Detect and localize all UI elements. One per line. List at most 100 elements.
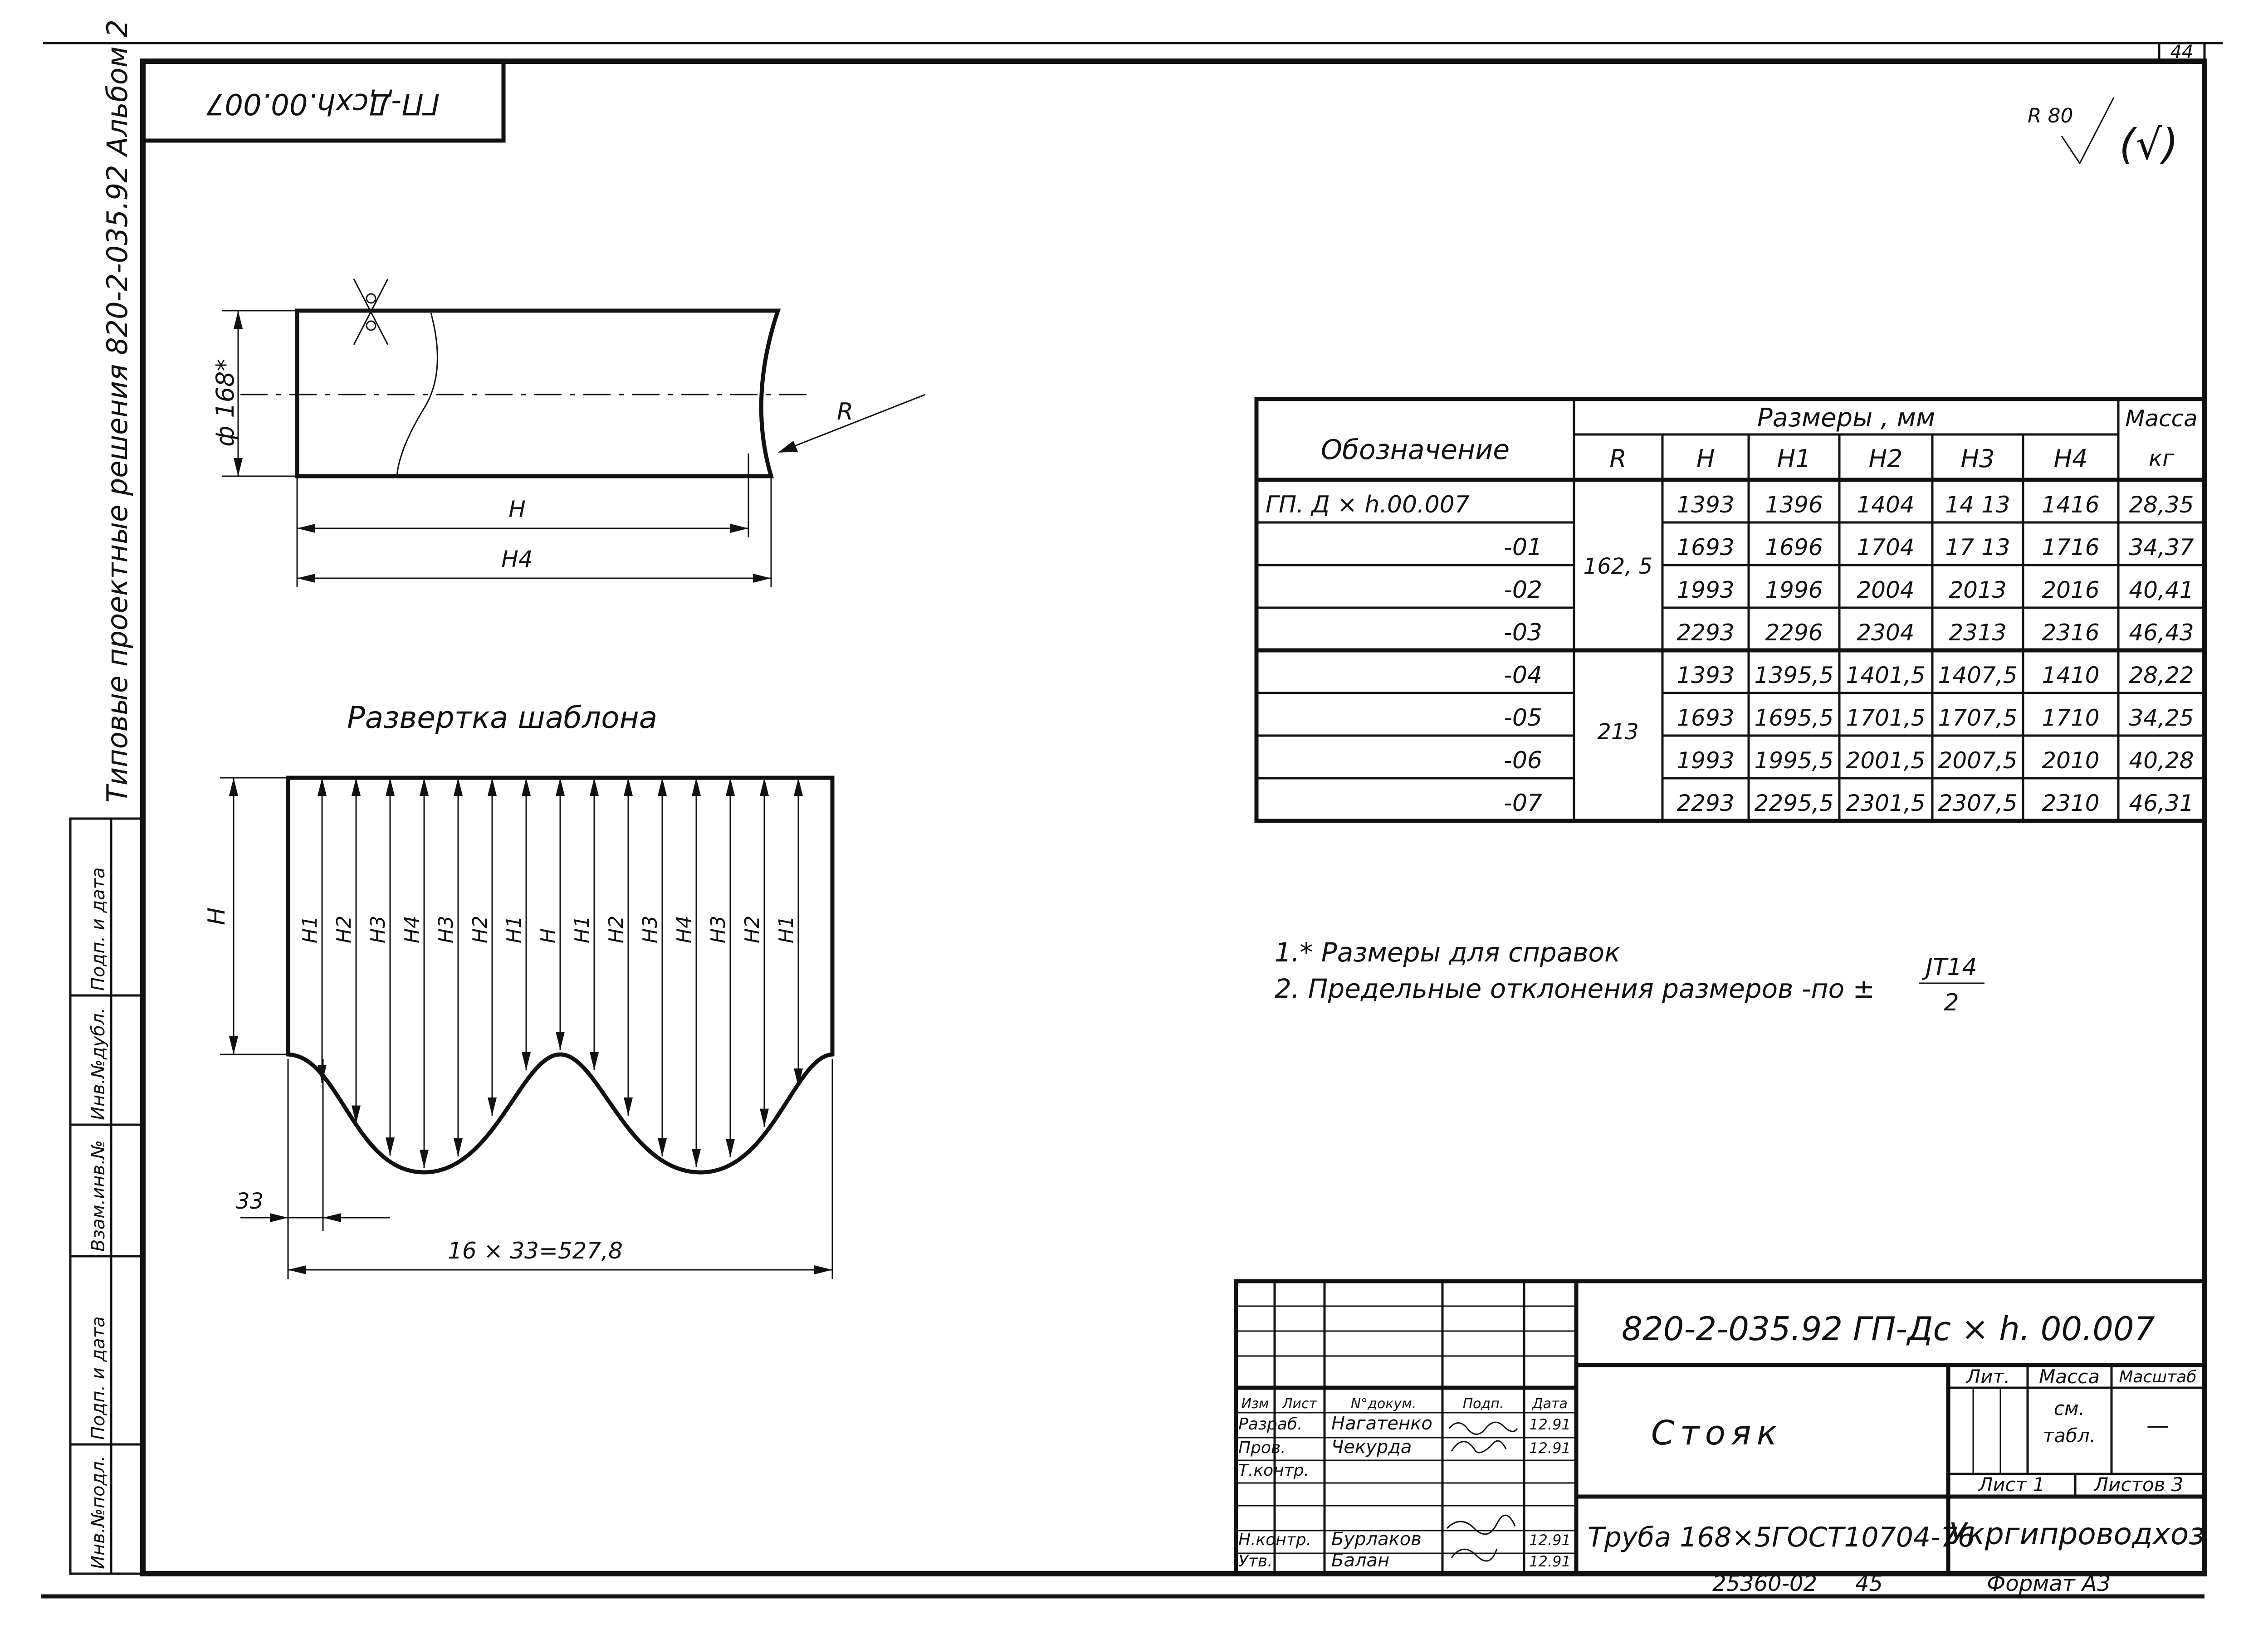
pipe-view: ф 168* R H H4 xyxy=(211,278,926,587)
title-name: Стояк xyxy=(1651,1414,1782,1453)
signature-4 xyxy=(1451,1548,1498,1562)
hdr-izm: Изм xyxy=(1241,1396,1269,1412)
title-material: Труба 168×5ГОСТ10704-76 xyxy=(1588,1522,1975,1553)
col-group-sizes: Размеры , мм xyxy=(1757,403,1935,433)
table-cell: 34,37 xyxy=(2129,534,2194,561)
table-cell: 1410 xyxy=(2042,662,2099,688)
table-cell: 2001,5 xyxy=(1846,747,1926,774)
table-cells: ГП. Д × h.00.007 1393 1396 1404 14 13 1416 28,… xyxy=(1266,491,2194,817)
table-cell: 14 13 xyxy=(1945,492,2010,518)
row-designation: -07 xyxy=(1504,790,1542,817)
role-label: Пров. xyxy=(1238,1439,1286,1457)
pitch-arrow-icon xyxy=(270,1213,341,1222)
role-person: Бурлаков xyxy=(1331,1529,1422,1550)
roughness-paren-mark: (√) xyxy=(2119,120,2178,169)
table-cell: 1995,5 xyxy=(1755,747,1834,774)
table-cell: 46,43 xyxy=(2129,619,2194,646)
row-designation: ГП. Д × h.00.007 xyxy=(1266,491,1470,518)
hdr-podp: Подп. xyxy=(1463,1396,1504,1412)
mass-value-2: табл. xyxy=(2043,1424,2096,1447)
lit-label: Лит. xyxy=(1965,1366,2010,1388)
sub-h2: H2 xyxy=(1869,444,1903,473)
col-mass-unit: кг xyxy=(2149,445,2175,472)
row-designation: -02 xyxy=(1504,576,1542,604)
sheet-number: 44 xyxy=(2170,42,2194,63)
weld-mark-icon xyxy=(353,278,389,345)
table-cell: 1993 xyxy=(1677,747,1734,774)
sheets-label: Листов 3 xyxy=(2093,1473,2184,1496)
sizes-table: Обозначение Размеры , мм Масса кг R H H1… xyxy=(1254,397,2207,823)
r-value-1: 162, 5 xyxy=(1584,554,1653,579)
role-label: Н.контр. xyxy=(1238,1531,1311,1549)
table-cell: 1407,5 xyxy=(1938,662,2018,688)
height-line-label: H4 xyxy=(673,916,696,943)
hdr-data: Дата xyxy=(1531,1396,1568,1412)
note-1: 1.* Размеры для справок xyxy=(1275,937,1620,968)
total-label: 16 × 33=527,8 xyxy=(448,1238,623,1264)
row-designation: -06 xyxy=(1504,747,1542,774)
role-person: Чекурда xyxy=(1331,1437,1412,1458)
height-line-label: H1 xyxy=(571,916,594,943)
pitch-label: 33 xyxy=(236,1189,264,1214)
title-block: 820-2-035.92 ГП-Дс × h. 00.007 Стояк Тру… xyxy=(1234,1279,2207,1576)
height-line-label: H1 xyxy=(503,916,526,943)
table-cell: 2304 xyxy=(1857,619,1914,646)
height-line-label: H2 xyxy=(741,916,764,943)
table-cell: 1396 xyxy=(1765,492,1823,518)
diameter-label: ф 168* xyxy=(211,359,240,447)
bottom-number: 25360-02 xyxy=(1712,1571,1817,1596)
title-org: Укргипроводхоз xyxy=(1949,1517,2204,1551)
table-cell: 2016 xyxy=(2042,577,2099,603)
drawing-frame: 44 ГП-Дcxh.00.007 Типовые проектные реше… xyxy=(41,20,2223,1599)
length-label: H xyxy=(508,496,526,522)
stamp-inv-dubl: Инв.№дубл. xyxy=(88,1008,109,1120)
table-cell: 1404 xyxy=(1857,492,1914,518)
height-line-label: H3 xyxy=(639,916,662,943)
role-date: 12.91 xyxy=(1529,1416,1571,1433)
mass-value-1: см. xyxy=(2054,1397,2085,1419)
height-line-label: H xyxy=(537,928,560,943)
height-label: H xyxy=(203,907,230,925)
table-cell: 1993 xyxy=(1677,577,1734,603)
roughness-check-icon xyxy=(2061,97,2115,165)
height-line-label: H1 xyxy=(298,916,322,943)
table-cell: 40,28 xyxy=(2129,747,2194,774)
album-label: Типовые проектные решения 820-2-035.92 А… xyxy=(101,20,134,803)
scale-label: Масштаб xyxy=(2119,1368,2196,1386)
sheet-label: Лист 1 xyxy=(1978,1473,2045,1496)
col-designation: Обозначение xyxy=(1321,434,1510,466)
row-designation: -04 xyxy=(1504,662,1542,689)
table-cell: 1704 xyxy=(1857,534,1914,561)
stamp-podp-data-2: Подп. и дата xyxy=(88,868,109,991)
table-cell: 1707,5 xyxy=(1938,705,2018,731)
sub-h4: H4 xyxy=(2054,444,2088,473)
row-designation: -03 xyxy=(1504,619,1542,646)
table-cell: 1710 xyxy=(2042,705,2099,731)
stamp-podp-data-1: Подп. и дата xyxy=(88,1317,109,1440)
hdr-list: Лист xyxy=(1282,1396,1318,1412)
table-cell: 1695,5 xyxy=(1755,705,1834,731)
table-cell: 2316 xyxy=(2042,619,2099,646)
sub-h3: H3 xyxy=(1961,444,1995,473)
role-label: Т.контр. xyxy=(1238,1461,1309,1480)
table-cell: 1393 xyxy=(1677,662,1734,688)
table-cell: 28,35 xyxy=(2129,492,2194,518)
table-cell: 34,25 xyxy=(2129,705,2194,731)
roughness-label: R 80 xyxy=(2028,104,2073,127)
row-designation: -01 xyxy=(1504,534,1542,561)
table-cell: 1416 xyxy=(2042,492,2099,518)
table-cell: 1696 xyxy=(1765,534,1823,561)
table-cell: 2293 xyxy=(1677,790,1734,816)
title-code: 820-2-035.92 ГП-Дс × h. 00.007 xyxy=(1622,1310,2155,1348)
table-cell: 2296 xyxy=(1765,619,1823,646)
sheet-number-box xyxy=(2158,42,2206,63)
table-cell: 2007,5 xyxy=(1938,747,2018,774)
role-person: Балан xyxy=(1331,1550,1389,1571)
table-cell: 2295,5 xyxy=(1755,790,1834,816)
hdr-dokum: N°докум. xyxy=(1351,1396,1417,1412)
signature-1 xyxy=(1448,1421,1518,1435)
table-cell: 1393 xyxy=(1677,492,1734,518)
